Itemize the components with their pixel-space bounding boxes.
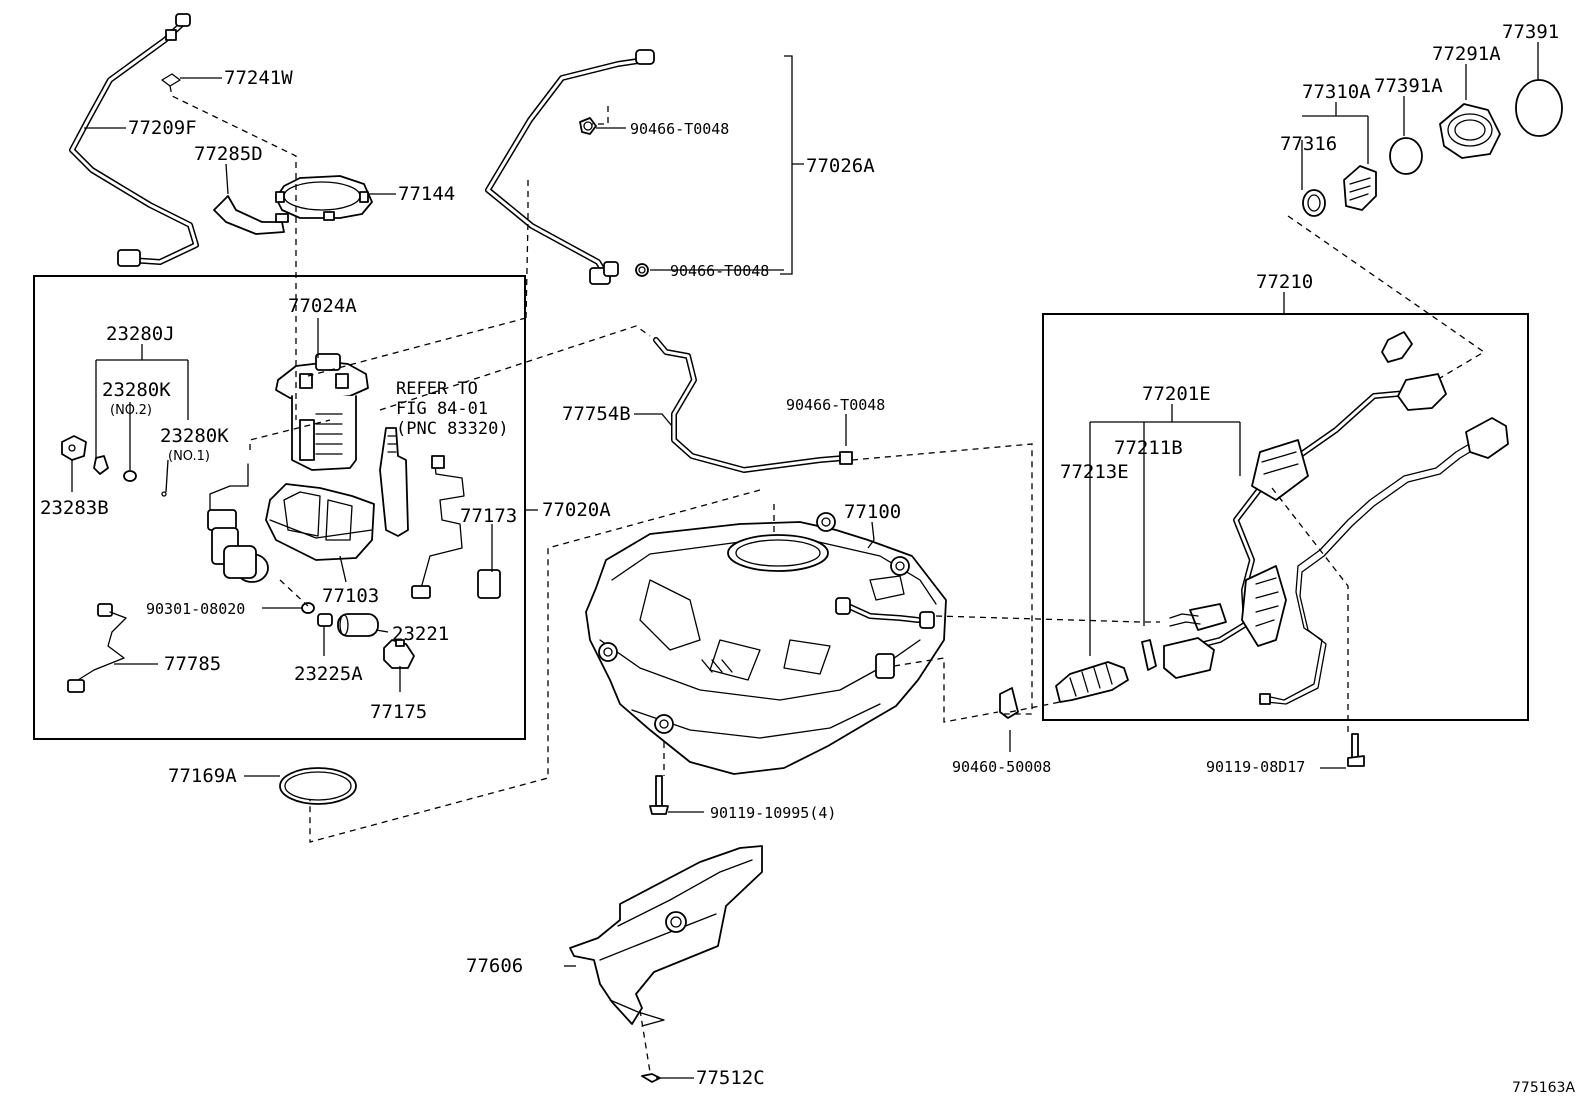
label-90119-08d17: 90119-08D17 — [1206, 758, 1305, 776]
leader-lines — [71, 42, 1539, 1079]
label-23225a: 23225A — [294, 663, 363, 685]
fuel-tank-77100 — [585, 512, 947, 775]
label-90301: 90301-08020 — [146, 600, 245, 618]
label-77316: 77316 — [1280, 133, 1337, 155]
label-77391a: 77391A — [1374, 75, 1443, 97]
label-77020a: 77020A — [542, 499, 611, 521]
sender-77173 — [411, 455, 501, 599]
ref-line-2: FIG 84-01 — [396, 399, 488, 419]
label-77024a: 77024A — [288, 295, 357, 317]
hose-77754b — [653, 337, 847, 473]
clip-90460 — [999, 687, 1019, 719]
label-77209f: 77209F — [128, 117, 197, 139]
label-77026a: 77026A — [806, 155, 875, 177]
label-23283b: 23283B — [40, 497, 109, 519]
opening-77291a — [1439, 103, 1501, 159]
label-23221: 23221 — [392, 623, 449, 645]
filler-pipe-77201e — [1169, 331, 1447, 653]
label-77144: 77144 — [398, 183, 455, 205]
label-90466-a: 90466-T0048 — [630, 120, 729, 138]
label-77310a: 77310A — [1302, 81, 1371, 103]
pump-23221 — [337, 613, 379, 637]
valve-23280k-no1 — [161, 491, 167, 497]
ref-line-3: (PNC 83320) — [396, 419, 509, 439]
label-77213e: 77213E — [1060, 461, 1129, 483]
gasket-77391a — [1389, 137, 1423, 175]
wire-77785 — [67, 603, 127, 693]
clamp-90466-a — [579, 117, 597, 135]
label-77606: 77606 — [466, 955, 523, 977]
label-90466-b: 90466-T0048 — [670, 262, 769, 280]
oring-90301 — [301, 602, 315, 614]
label-77169a: 77169A — [168, 765, 237, 787]
label-77103: 77103 — [322, 585, 379, 607]
clamp-90466-b — [635, 263, 649, 277]
hose-connector — [1163, 637, 1215, 679]
strap-77316 — [1302, 189, 1326, 217]
oring-23280k — [123, 470, 137, 482]
drawing-code: 775163A — [1512, 1080, 1575, 1096]
label-77201e: 77201E — [1142, 383, 1211, 405]
label-90460: 90460-50008 — [952, 758, 1051, 776]
ref-line-1: REFER TO — [396, 379, 478, 399]
label-77100: 77100 — [844, 501, 901, 523]
filler-pipe-assembly-box — [1042, 313, 1529, 721]
gauge-23283b — [61, 435, 87, 461]
valve-23280k-no2 — [93, 455, 109, 475]
hose-77213e — [1055, 661, 1129, 703]
label-77285d: 77285D — [194, 143, 263, 165]
protector-77606 — [569, 845, 763, 1027]
label-77173: 77173 — [460, 505, 517, 527]
tube-77026a — [485, 49, 655, 285]
label-90466-c: 90466-T0048 — [786, 396, 885, 414]
fuel-pump-assembly-box — [33, 275, 526, 740]
label-90119-10995: 90119-10995(4) — [710, 804, 836, 822]
label-77211b: 77211B — [1114, 437, 1183, 459]
pressure-regulator — [207, 463, 269, 583]
label-77291a: 77291A — [1432, 43, 1501, 65]
label-77210: 77210 — [1256, 271, 1313, 293]
gasket-77169a — [279, 767, 357, 805]
gasket-77391 — [1515, 79, 1563, 137]
retainer-ring-77144 — [275, 175, 373, 221]
breather-tube — [1259, 417, 1509, 705]
cap-77310a — [1343, 165, 1377, 211]
bracket-77285d — [213, 195, 289, 235]
label-77175: 77175 — [370, 701, 427, 723]
sub-tank-77103 — [265, 483, 375, 561]
label-77512c: 77512C — [696, 1067, 765, 1089]
bolt-90119-10995 — [649, 775, 669, 815]
bolt-90119-08d17 — [1347, 733, 1365, 767]
clip-77241w — [161, 73, 181, 87]
label-no1: (NO.1) — [168, 449, 210, 464]
label-77785: 77785 — [164, 653, 221, 675]
label-23280k-no2: 23280K — [102, 379, 171, 401]
label-no2: (NO.2) — [110, 403, 152, 418]
label-23280j: 23280J — [106, 323, 175, 345]
clamp-77211b — [1141, 639, 1157, 671]
label-77241w: 77241W — [224, 67, 293, 89]
clamp-90466-c — [839, 451, 853, 465]
filter-23225a — [317, 613, 333, 627]
wire-harness-77209f — [69, 13, 199, 267]
label-77391: 77391 — [1502, 21, 1559, 43]
label-23280k-no1: 23280K — [160, 425, 229, 447]
label-77754b: 77754B — [562, 403, 631, 425]
cushion-77175 — [383, 639, 415, 669]
dashed-guides — [169, 85, 1486, 1073]
rod-bracket — [379, 427, 409, 537]
fuel-pump-77024a — [275, 353, 369, 471]
